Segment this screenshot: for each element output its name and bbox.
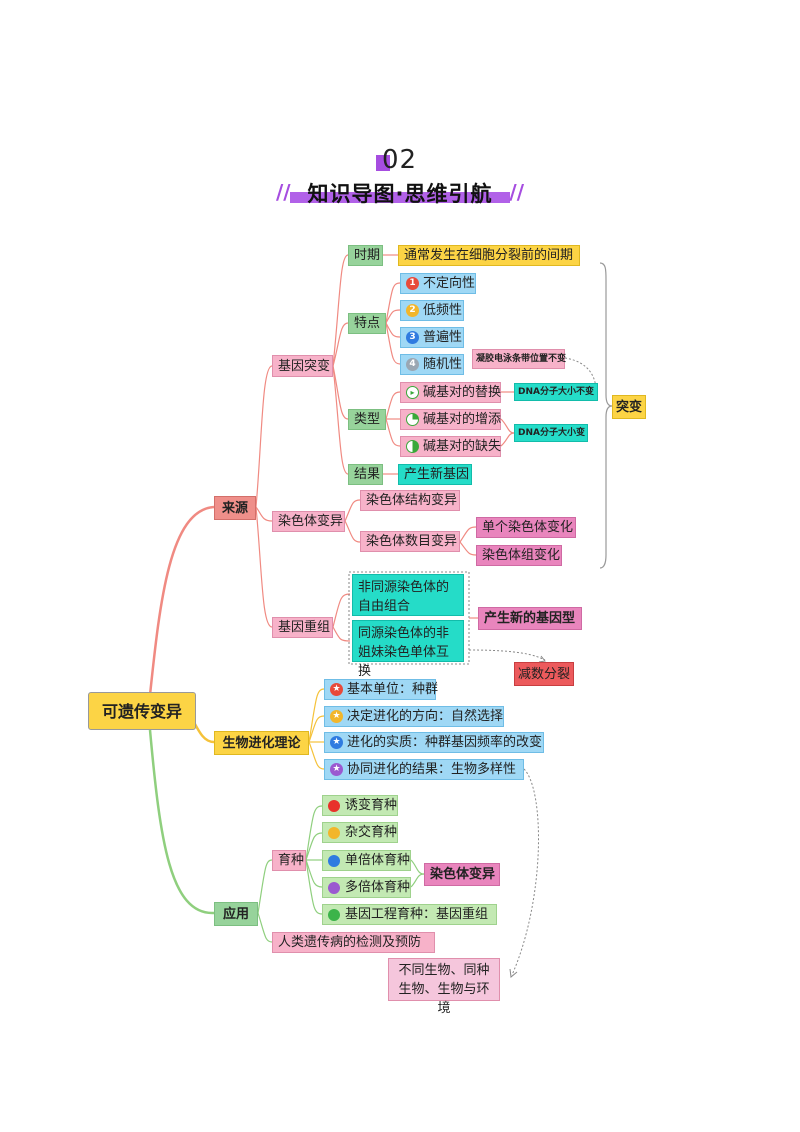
node-number-variation[interactable]: 染色体数目变异 (360, 531, 460, 552)
red-dot-icon (328, 799, 340, 812)
trait-label: 不定向性 (423, 276, 476, 291)
trait-label: 随机性 (423, 357, 463, 372)
progress-half-icon (406, 440, 419, 453)
node-chromosome-variation[interactable]: 染色体变异 (272, 511, 345, 532)
type-label: 碱基对的增添 (423, 412, 502, 427)
title-slash-right-icon: // (509, 180, 524, 204)
mutation-summary[interactable]: 突变 (612, 395, 646, 419)
node-new-genotype[interactable]: 产生新的基因型 (478, 607, 582, 630)
theory-item[interactable]: ★ 基本单位：种群 (324, 679, 439, 700)
breeding-method[interactable]: 杂交育种 (322, 822, 398, 843)
section-number: 02 (376, 145, 436, 175)
root-node[interactable]: 可遗传变异 (88, 692, 196, 730)
type-item[interactable]: 碱基对的增添 (400, 409, 501, 430)
node-result-label[interactable]: 结果 (348, 464, 383, 485)
page-title-text: 知识导图·思维引航 (307, 182, 493, 206)
breeding-method-label: 多倍体育种 (345, 880, 411, 895)
yellow-dot-icon (328, 826, 340, 839)
node-breeding[interactable]: 育种 (272, 850, 306, 871)
node-recomb-crossing-over[interactable]: 同源染色体的非姐妹染色单体互换 (352, 620, 464, 679)
number-2-icon: 2 (406, 304, 419, 317)
breeding-method-label: 基因工程育种：基因重组 (345, 907, 489, 922)
blue-dot-icon (328, 854, 340, 867)
theory-label: 基本单位：种群 (347, 682, 439, 697)
breeding-method-label: 杂交育种 (345, 825, 398, 840)
breeding-method[interactable]: 诱变育种 (322, 795, 398, 816)
type-item[interactable]: ▸ 碱基对的替换 (400, 382, 501, 403)
node-structure-variation[interactable]: 染色体结构变异 (360, 490, 460, 511)
play-icon: ▸ (406, 386, 419, 399)
node-traits-label[interactable]: 特点 (348, 313, 386, 334)
type-label: 碱基对的替换 (423, 385, 502, 400)
breeding-method-label: 诱变育种 (345, 798, 398, 813)
green-dot-icon (328, 908, 340, 921)
node-source[interactable]: 来源 (214, 496, 256, 520)
number-3-icon: 3 (406, 331, 419, 344)
dna-size-same[interactable]: DNA分子大小不变 (514, 383, 598, 401)
gel-note[interactable]: 凝胶电泳条带位置不变 (472, 349, 566, 369)
type-label: 碱基对的缺失 (423, 439, 502, 454)
purple-dot-icon (328, 881, 340, 894)
node-types-label[interactable]: 类型 (348, 409, 386, 430)
section-number-text: 02 (382, 145, 418, 175)
node-result-value[interactable]: 产生新基因 (398, 464, 472, 485)
star-blue-icon: ★ (330, 736, 343, 749)
node-genetic-disease[interactable]: 人类遗传病的检测及预防 (272, 932, 435, 953)
trait-item[interactable]: 1 不定向性 (400, 273, 476, 294)
theory-item[interactable]: ★ 协同进化的结果：生物多样性 (324, 759, 524, 780)
trait-item[interactable]: 3 普遍性 (400, 327, 464, 348)
node-set-change[interactable]: 染色体组变化 (476, 545, 562, 566)
theory-item[interactable]: ★ 进化的实质：种群基因频率的改变 (324, 732, 544, 753)
title-underline (290, 192, 510, 203)
theory-label: 协同进化的结果：生物多样性 (347, 762, 517, 777)
theory-label: 进化的实质：种群基因频率的改变 (347, 735, 543, 750)
theory-item[interactable]: ★ 决定进化的方向：自然选择 (324, 706, 504, 727)
trait-item[interactable]: 2 低频性 (400, 300, 464, 321)
page-title: // 知识导图·思维引航 // (276, 178, 524, 206)
section-number-accent (376, 155, 390, 171)
progress-quarter-icon (406, 413, 419, 426)
number-4-icon: 4 (406, 358, 419, 371)
node-chromosome-breeding[interactable]: 染色体变异 (424, 863, 500, 886)
node-evolution-theory[interactable]: 生物进化理论 (214, 731, 309, 755)
node-period-value[interactable]: 通常发生在细胞分裂前的间期 (398, 245, 580, 266)
node-coevolution-scope[interactable]: 不同生物、同种生物、生物与环境 (388, 958, 500, 1016)
title-slash-left-icon: // (276, 180, 291, 204)
node-application[interactable]: 应用 (214, 902, 258, 926)
theory-label: 决定进化的方向：自然选择 (347, 709, 504, 724)
star-red-icon: ★ (330, 683, 343, 696)
star-purple-icon: ★ (330, 763, 343, 776)
breeding-method[interactable]: 多倍体育种 (322, 877, 411, 898)
dna-size-change[interactable]: DNA分子大小变 (514, 424, 588, 442)
node-recombination[interactable]: 基因重组 (272, 617, 333, 638)
node-gene-mutation[interactable]: 基因突变 (272, 355, 333, 377)
number-1-icon: 1 (406, 277, 419, 290)
breeding-method-label: 单倍体育种 (345, 853, 411, 868)
node-single-change[interactable]: 单个染色体变化 (476, 517, 576, 538)
breeding-method[interactable]: 单倍体育种 (322, 850, 411, 871)
breeding-method[interactable]: 基因工程育种：基因重组 (322, 904, 497, 925)
type-item[interactable]: 碱基对的缺失 (400, 436, 501, 457)
star-yellow-icon: ★ (330, 710, 343, 723)
node-meiosis[interactable]: 减数分裂 (514, 662, 574, 686)
trait-item[interactable]: 4 随机性 (400, 354, 464, 375)
node-recomb-free-combination[interactable]: 非同源染色体的自由组合 (352, 574, 464, 616)
trait-label: 低频性 (423, 303, 463, 318)
trait-label: 普遍性 (423, 330, 463, 345)
node-period-label[interactable]: 时期 (348, 245, 383, 266)
